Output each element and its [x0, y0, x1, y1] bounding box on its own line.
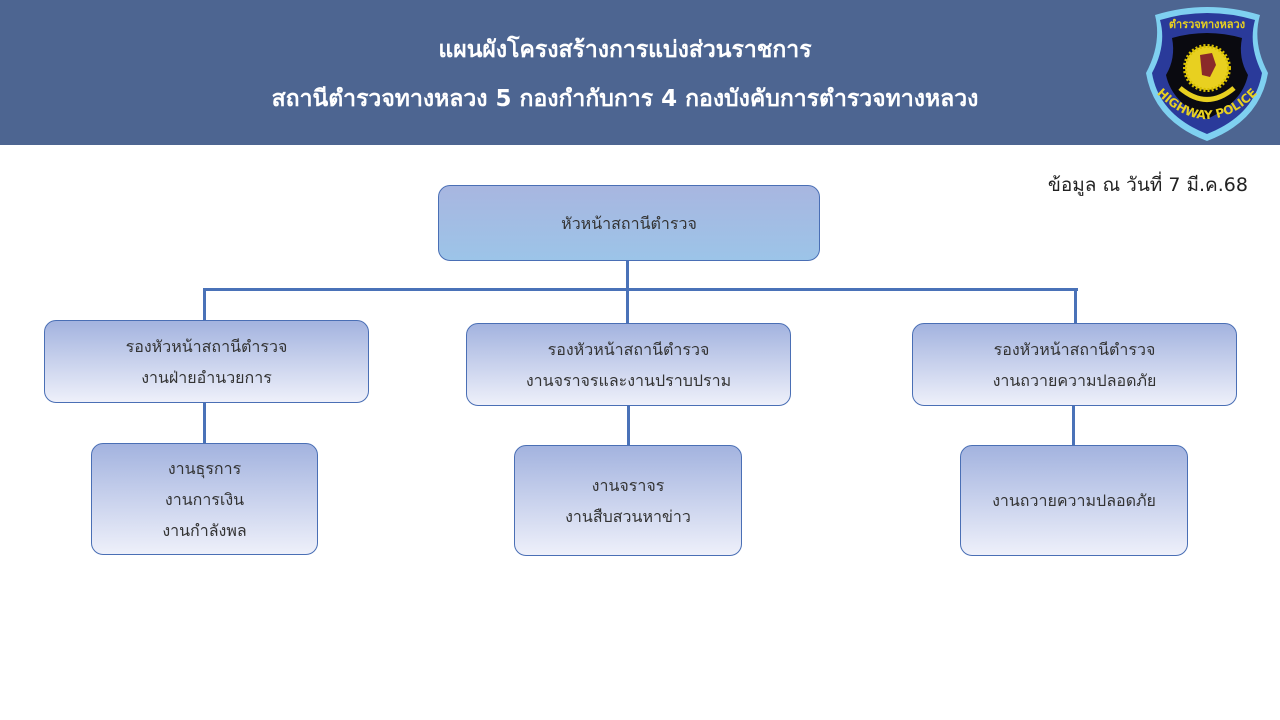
connector-line	[1072, 405, 1075, 445]
box-label: งานการเงิน	[164, 489, 245, 509]
unit-box-admin: งานธุรการ งานการเงิน งานกำลังพล	[91, 443, 318, 555]
connector-line	[203, 402, 206, 444]
box-label: งานสืบสวนหาข่าว	[565, 506, 691, 526]
deputy-box-traffic: รองหัวหน้าสถานีตำรวจ งานจราจรและงานปราบป…	[466, 323, 791, 406]
box-label: รองหัวหน้าสถานีตำรวจ	[125, 336, 288, 356]
box-label: งานถวายความปลอดภัย	[992, 491, 1156, 510]
head-box: หัวหน้าสถานีตำรวจ	[438, 185, 820, 261]
box-label: งานจราจรและงานปราบปราม	[525, 370, 732, 390]
page-title: แผนผังโครงสร้างการแบ่งส่วนราชการ	[438, 37, 812, 63]
date-note: ข้อมูล ณ วันที่ 7 มี.ค.68	[1047, 174, 1248, 196]
header-banner: แผนผังโครงสร้างการแบ่งส่วนราชการ สถานีตำ…	[0, 0, 1280, 145]
connector-line	[626, 260, 629, 291]
box-label: งานกำลังพล	[162, 520, 247, 540]
box-label: งานจราจร	[591, 475, 665, 495]
box-label: รองหัวหน้าสถานีตำรวจ	[993, 339, 1156, 359]
box-label: งานฝ่ายอำนวยการ	[141, 367, 272, 387]
page-subtitle: สถานีตำรวจทางหลวง 5 กองกำกับการ 4 กองบัง…	[271, 86, 979, 112]
box-label: หัวหน้าสถานีตำรวจ	[561, 213, 697, 233]
connector-line	[626, 288, 629, 324]
unit-box-traffic: งานจราจร งานสืบสวนหาข่าว	[514, 445, 742, 556]
box-label: งานถวายความปลอดภัย	[992, 370, 1157, 390]
svg-text:ตำรวจทางหลวง: ตำรวจทางหลวง	[1169, 18, 1245, 31]
deputy-box-admin: รองหัวหน้าสถานีตำรวจ งานฝ่ายอำนวยการ	[44, 320, 369, 403]
connector-line	[203, 288, 206, 321]
deputy-box-security: รองหัวหน้าสถานีตำรวจ งานถวายความปลอดภัย	[912, 323, 1237, 406]
connector-line	[203, 288, 1078, 291]
connector-line	[627, 405, 630, 445]
unit-box-security: งานถวายความปลอดภัย	[960, 445, 1188, 556]
connector-line	[1074, 288, 1077, 324]
highway-police-logo-icon: ตำรวจทางหลวง HIGHWAY POLICE	[1146, 7, 1268, 141]
box-label: งานธุรการ	[167, 458, 242, 478]
box-label: รองหัวหน้าสถานีตำรวจ	[547, 339, 710, 359]
